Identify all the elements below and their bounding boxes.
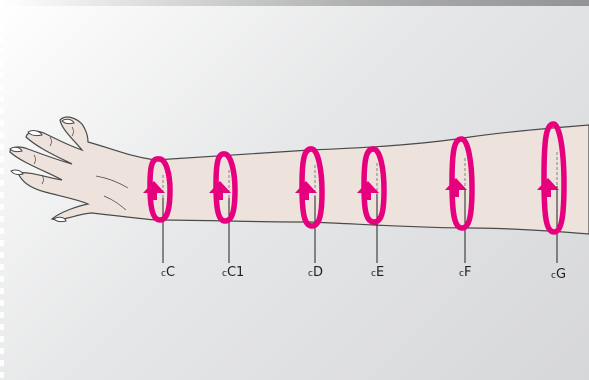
arrow-d bbox=[295, 181, 317, 200]
label-f: cF bbox=[459, 265, 471, 280]
ring-e bbox=[361, 146, 387, 225]
label-e: cE bbox=[371, 265, 384, 280]
left-edge-dash bbox=[0, 0, 4, 380]
arrow-e bbox=[357, 181, 379, 200]
arrow-g bbox=[537, 178, 559, 197]
knuckle-lines bbox=[33, 126, 129, 211]
label-c1: cC1 bbox=[222, 265, 244, 280]
nail-5 bbox=[53, 216, 67, 223]
top-rule bbox=[0, 0, 589, 6]
ring-f bbox=[449, 136, 475, 231]
ring-c bbox=[147, 156, 173, 223]
nail-2 bbox=[27, 130, 43, 137]
measurement-rings bbox=[147, 121, 567, 235]
arrow-f bbox=[445, 178, 467, 197]
arrow-c bbox=[143, 181, 165, 200]
label-g: cG bbox=[551, 267, 566, 282]
finger-nails bbox=[9, 118, 75, 223]
arrow-c1 bbox=[209, 181, 231, 200]
ring-d bbox=[299, 146, 325, 229]
nail-1 bbox=[61, 118, 75, 125]
label-c: cC bbox=[161, 265, 175, 280]
label-d: cD bbox=[308, 265, 323, 280]
ring-c1 bbox=[213, 151, 238, 224]
nail-4 bbox=[10, 169, 24, 176]
measurement-labels: cC cC1 cD cE cF cG bbox=[161, 265, 566, 282]
nail-3 bbox=[9, 146, 23, 153]
ring-arrows bbox=[143, 178, 559, 200]
ring-g bbox=[541, 121, 567, 235]
